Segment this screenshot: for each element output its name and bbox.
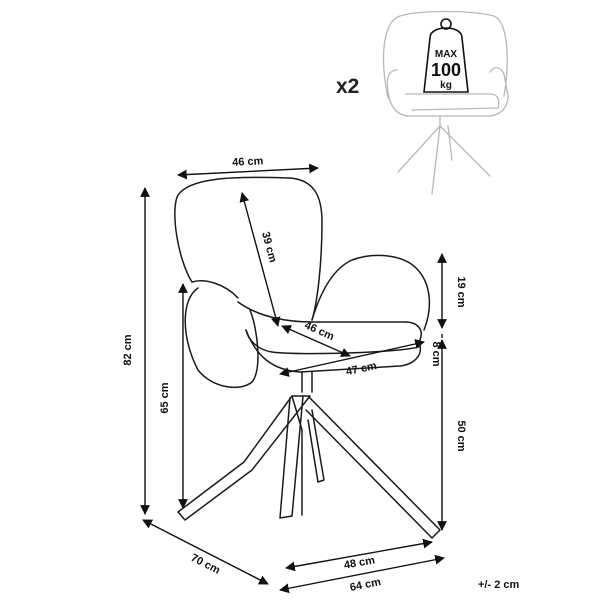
quantity-label: x2 bbox=[336, 75, 359, 98]
max-load-weight-icon: MAX 100 kg bbox=[423, 18, 469, 93]
base-depth-label: 70 cm bbox=[189, 552, 222, 577]
chair-drawing bbox=[174, 176, 441, 539]
base-width-line bbox=[279, 554, 445, 594]
base-depth-line bbox=[142, 519, 269, 585]
backrest-width-label: 46 cm bbox=[232, 155, 264, 169]
seat-width-label: 47 cm bbox=[345, 360, 378, 378]
backrest-width-line bbox=[177, 163, 319, 180]
seat-height-label: 50 cm bbox=[455, 420, 467, 451]
armrest-height-label: 19 cm bbox=[455, 276, 467, 307]
tolerance-note: +/- 2 cm bbox=[478, 579, 519, 591]
armrest-floor-height-label: 65 cm bbox=[159, 382, 171, 413]
seat-width-line bbox=[279, 339, 425, 377]
total-height-label: 82 cm bbox=[122, 334, 134, 365]
max-load-value: 100 bbox=[431, 60, 461, 80]
base-width-label: 64 cm bbox=[349, 576, 382, 594]
seat-thickness-label: 8 cm bbox=[430, 341, 442, 366]
backrest-height-label: 39 cm bbox=[259, 231, 279, 264]
max-load-unit: kg bbox=[440, 80, 452, 91]
backrest-height-line bbox=[239, 192, 281, 327]
seat-depth-label: 46 cm bbox=[303, 319, 337, 343]
max-label: MAX bbox=[435, 49, 458, 60]
reference-chair-illustration bbox=[382, 10, 509, 195]
